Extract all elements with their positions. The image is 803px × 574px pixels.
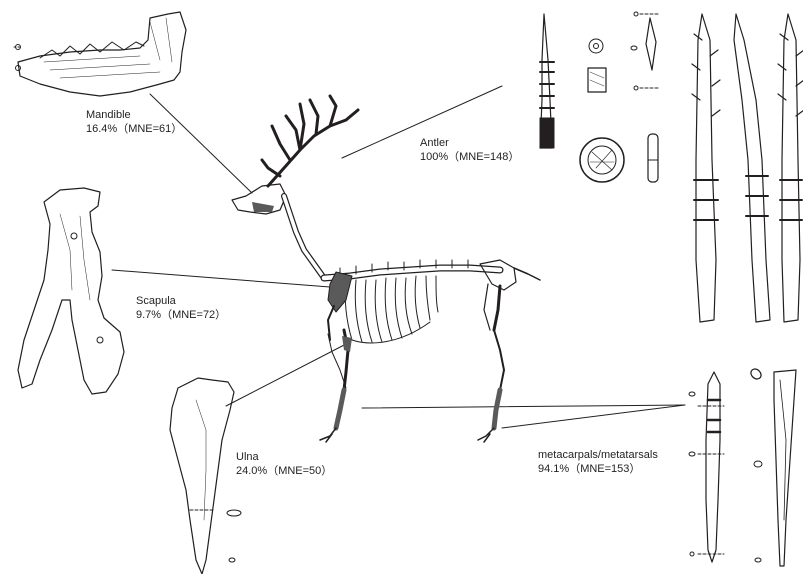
label-scapula-stat: 9.7%（MNE=72） [136,308,226,322]
leader-lines [112,86,685,428]
metacarpal-highlight [336,390,344,428]
metatarsal-highlight [494,390,500,428]
leader-line-ulna [226,343,348,406]
label-ulna: Ulna 24.0%（MNE=50） [236,450,332,478]
label-scapula: Scapula 9.7%（MNE=72） [136,294,226,322]
label-mandible-stat: 16.4%（MNE=61） [86,122,182,136]
label-metapodials-stat: 94.1%（MNE=153） [538,462,658,476]
label-antler-stat: 100%（MNE=148） [420,150,519,164]
leader-line-metapodial-b [502,405,685,428]
mandible-highlight [252,202,274,212]
label-metapodials: metacarpals/metatarsals 94.1%（MNE=153） [538,448,658,476]
mandible-drawing [14,12,186,96]
antler-artifacts [540,12,660,182]
label-mandible: Mandible 16.4%（MNE=61） [86,108,182,136]
ulna-drawing [170,378,241,574]
label-metapodials-name: metacarpals/metatarsals [538,448,658,462]
label-antler-name: Antler [420,136,519,150]
label-ulna-name: Ulna [236,450,332,464]
harpoon-drawings [692,14,803,322]
label-mandible-name: Mandible [86,108,182,122]
scapula-drawing [18,188,124,394]
label-scapula-name: Scapula [136,294,226,308]
label-antler: Antler 100%（MNE=148） [420,136,519,164]
ulna-highlight [342,336,352,352]
metapodial-tools [689,369,796,566]
leader-line-scapula [112,270,330,287]
label-ulna-stat: 24.0%（MNE=50） [236,464,332,478]
leader-line-metapodial-a [362,405,685,408]
